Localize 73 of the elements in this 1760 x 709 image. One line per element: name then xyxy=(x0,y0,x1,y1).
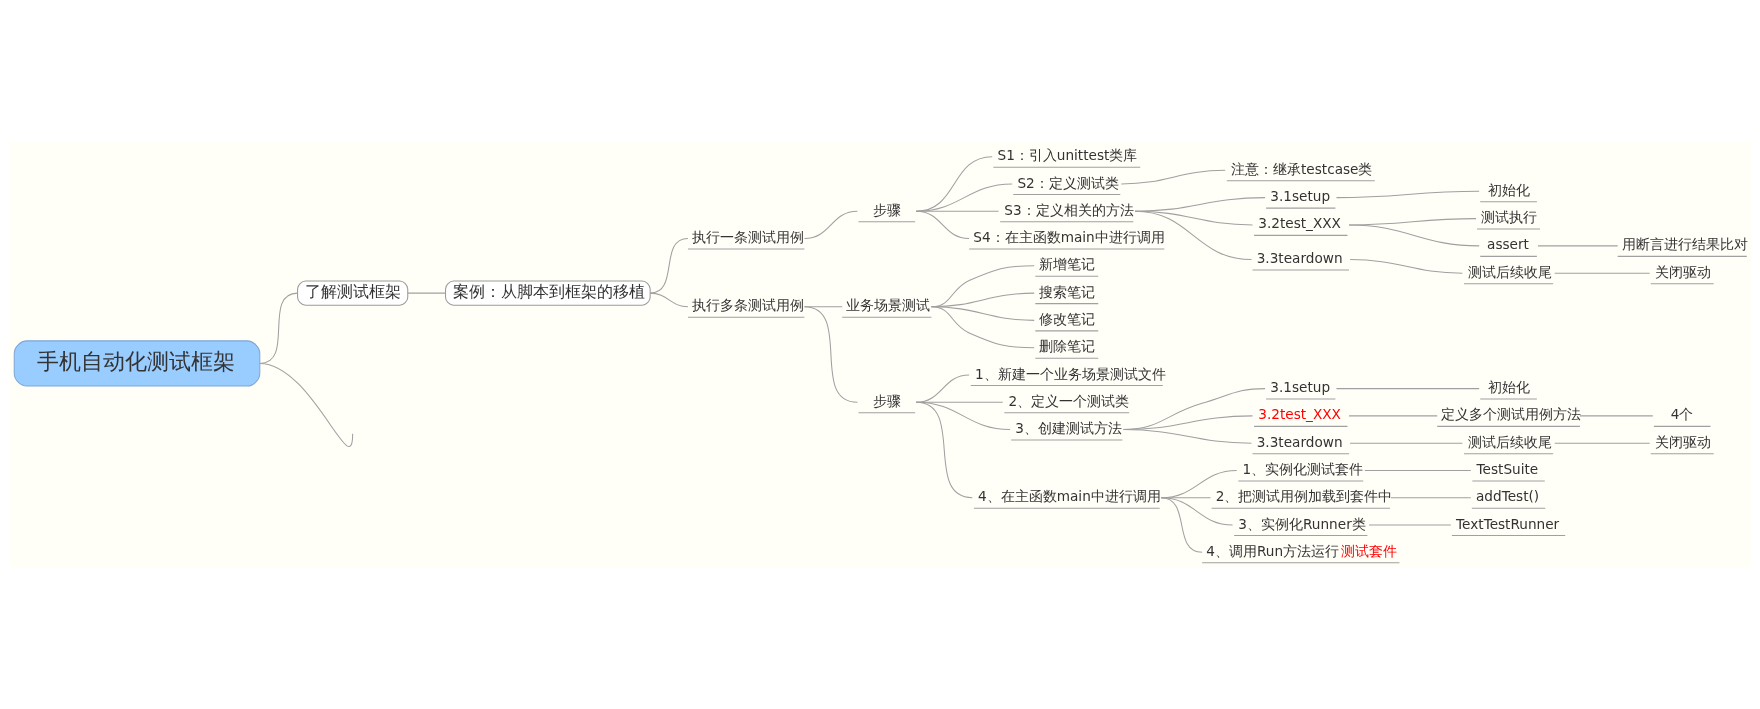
connector xyxy=(1348,224,1480,247)
node-box: 了解测试框架 xyxy=(296,280,408,306)
node-text: 3、创建测试方法 xyxy=(1014,420,1122,437)
connector xyxy=(915,401,973,499)
node-text: 4、调用Run方法运行测试套件 xyxy=(1205,542,1397,559)
node-text: 2、把测试用例加载到套件中 xyxy=(1215,488,1392,505)
connector xyxy=(649,238,688,294)
connector xyxy=(1349,259,1463,274)
node-text: 搜索笔记 xyxy=(1038,283,1095,300)
node-text: 执行多条测试用例 xyxy=(691,297,804,314)
node-text: 3.3teardown xyxy=(1256,250,1343,267)
connector xyxy=(915,156,993,212)
connector xyxy=(406,292,446,294)
node-text: S4：在主函数main中进行调用 xyxy=(972,229,1165,246)
node-text: S1：引入unittest类库 xyxy=(997,147,1137,164)
node-text: 删除笔记 xyxy=(1038,338,1095,355)
node-text: 2、定义一个测试类 xyxy=(1008,392,1129,409)
connector xyxy=(1349,442,1463,444)
node-text: 3、实例化Runner类 xyxy=(1237,515,1366,532)
node-text: 测试后续收尾 xyxy=(1467,433,1552,450)
node-text: 3.2test_XXX xyxy=(1257,215,1341,232)
node-text: 1、新建一个业务场景测试文件 xyxy=(974,365,1166,382)
connector xyxy=(1367,524,1451,526)
connector xyxy=(258,362,353,447)
connector xyxy=(803,306,858,403)
connector xyxy=(1536,245,1618,247)
connector xyxy=(1120,169,1226,185)
node-text: 定义多个测试用例方法 xyxy=(1440,406,1581,423)
connector xyxy=(1390,497,1471,499)
node-text: 步骤 xyxy=(872,201,901,218)
connector xyxy=(915,210,970,240)
node-text: TestSuite xyxy=(1476,461,1538,478)
connector xyxy=(803,210,858,240)
node-text: addTest() xyxy=(1475,488,1539,505)
connector xyxy=(1348,415,1438,417)
node-text: 3.2test_XXX xyxy=(1257,406,1341,423)
connector xyxy=(1335,388,1480,390)
node-text: 步骤 xyxy=(872,392,901,409)
node-text: 初始化 xyxy=(1487,181,1530,198)
node-text: 1、实例化测试套件 xyxy=(1242,461,1363,478)
node-text: TextTestRunner xyxy=(1455,515,1559,532)
node-text: 初始化 xyxy=(1487,379,1530,396)
node-text: 业务场景测试 xyxy=(845,297,930,314)
node-text: 4个 xyxy=(1670,406,1693,423)
connector xyxy=(1335,190,1480,199)
node-text: 3.3teardown xyxy=(1256,433,1343,450)
connector xyxy=(1122,429,1252,444)
connector xyxy=(930,306,1035,349)
node-text: 3.1setup xyxy=(1269,188,1330,205)
node-text: 关闭驱动 xyxy=(1654,263,1711,280)
node-text: assert xyxy=(1486,236,1529,253)
node-text: 3.1setup xyxy=(1269,379,1330,396)
node-text: S3：定义相关的方法 xyxy=(1003,201,1134,218)
connector xyxy=(1553,272,1650,274)
connector xyxy=(1133,210,1252,261)
node-text: 新增笔记 xyxy=(1038,256,1095,273)
node-text: 用断言进行结果比对 xyxy=(1621,236,1748,253)
node-text: 注意：继承testcase类 xyxy=(1230,160,1372,177)
connector xyxy=(1578,415,1653,417)
node-text: S2：定义测试类 xyxy=(1016,174,1119,191)
node-text: 测试执行 xyxy=(1480,209,1537,226)
node-box: 案例：从脚本到框架的移植 xyxy=(444,280,651,306)
node-box: 手机自动化测试框架 xyxy=(13,340,260,387)
connector xyxy=(915,374,970,403)
connector xyxy=(1553,442,1650,444)
node-text: 执行一条测试用例 xyxy=(691,229,804,246)
node-text: 修改笔记 xyxy=(1038,310,1095,327)
connector xyxy=(1160,497,1203,553)
node-text: 测试后续收尾 xyxy=(1467,263,1552,280)
node-text: 关闭驱动 xyxy=(1654,433,1711,450)
node-text: 4、在主函数main中进行调用 xyxy=(977,488,1161,505)
connector xyxy=(1363,469,1471,471)
connector xyxy=(649,292,688,308)
